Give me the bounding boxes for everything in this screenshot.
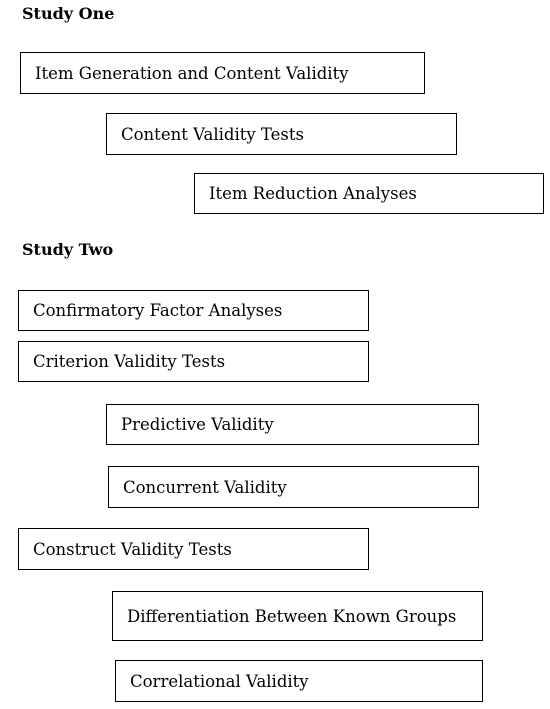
- construct-validity-label: Construct Validity Tests: [33, 539, 232, 559]
- content-validity-tests-label: Content Validity Tests: [121, 124, 304, 144]
- study-two-heading: Study Two: [22, 240, 114, 259]
- known-groups-box: Differentiation Between Known Groups: [112, 591, 483, 641]
- construct-validity-box: Construct Validity Tests: [18, 528, 369, 570]
- concurrent-validity-box: Concurrent Validity: [108, 466, 479, 508]
- correlational-validity-label: Correlational Validity: [130, 671, 309, 691]
- item-generation-label: Item Generation and Content Validity: [35, 63, 349, 83]
- content-validity-tests-box: Content Validity Tests: [106, 113, 457, 155]
- concurrent-validity-label: Concurrent Validity: [123, 477, 287, 497]
- criterion-validity-label: Criterion Validity Tests: [33, 352, 226, 371]
- confirmatory-factor-label: Confirmatory Factor Analyses: [33, 301, 283, 320]
- criterion-validity-box: Criterion Validity Tests: [18, 341, 369, 382]
- item-generation-box: Item Generation and Content Validity: [20, 52, 425, 94]
- item-reduction-box: Item Reduction Analyses: [194, 173, 544, 214]
- item-reduction-label: Item Reduction Analyses: [209, 184, 417, 203]
- study-one-heading: Study One: [22, 4, 115, 23]
- predictive-validity-label: Predictive Validity: [121, 415, 274, 434]
- known-groups-label: Differentiation Between Known Groups: [127, 606, 457, 626]
- correlational-validity-box: Correlational Validity: [115, 660, 483, 702]
- confirmatory-factor-box: Confirmatory Factor Analyses: [18, 290, 369, 331]
- predictive-validity-box: Predictive Validity: [106, 404, 479, 445]
